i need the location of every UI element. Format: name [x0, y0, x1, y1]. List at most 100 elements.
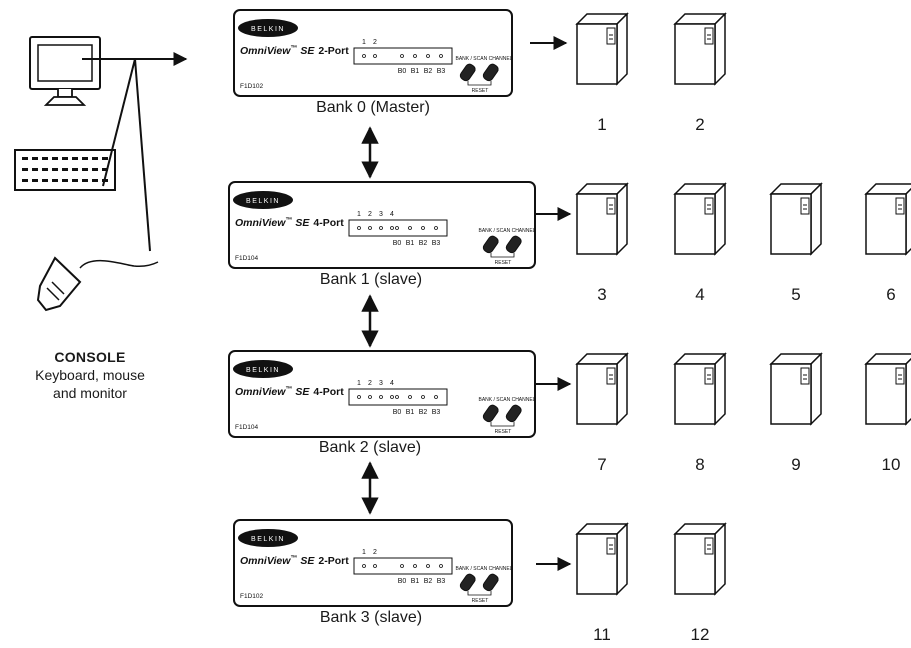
bank-led-label: B1 — [411, 68, 420, 75]
belkin-logo — [238, 529, 298, 547]
computer-number: 1 — [597, 115, 607, 134]
port-count: 2-Port — [318, 555, 349, 567]
bank-led — [426, 54, 430, 58]
bank-led-label: B3 — [437, 578, 446, 585]
bank-led — [434, 395, 438, 399]
edition: SE — [300, 555, 315, 567]
keyboard-key — [102, 157, 108, 160]
tower-side — [616, 182, 628, 256]
keyboard-key — [62, 157, 68, 160]
tower-front — [576, 533, 618, 595]
port-number: 2 — [368, 380, 372, 387]
tower-front — [674, 23, 716, 85]
tower-drive-bay — [606, 367, 616, 385]
keyboard-key — [52, 179, 58, 182]
bank-led — [421, 395, 425, 399]
tower-front — [674, 533, 716, 595]
bank-led — [413, 564, 417, 568]
tower-drive-bay — [704, 537, 714, 555]
computer-tower-icon — [575, 182, 629, 256]
bank-button — [482, 404, 499, 423]
bank-caption-3: Bank 3 (slave) — [319, 609, 423, 626]
tower-side — [616, 522, 628, 596]
computer-number: 4 — [695, 285, 705, 304]
computer-tower-icon — [673, 182, 727, 256]
bank-led — [400, 564, 404, 568]
bank-led-label: B0 — [393, 409, 402, 416]
reset-bracket — [467, 591, 492, 596]
edition: SE — [295, 217, 310, 229]
computer-number: 3 — [597, 285, 607, 304]
reset-bracket — [490, 253, 515, 258]
tower-drive-bay — [800, 367, 810, 385]
tower-drive-bay — [606, 27, 616, 45]
mouse-icon — [36, 256, 159, 312]
bank-led — [400, 54, 404, 58]
bank-led-label: B0 — [393, 240, 402, 247]
computer-tower-icon — [575, 522, 629, 596]
scan-channel-button — [505, 404, 522, 423]
port-led — [368, 395, 372, 399]
bank-led-label: B2 — [419, 240, 428, 247]
keyboard-key — [32, 168, 38, 171]
keyboard-key — [82, 157, 88, 160]
computer-tower-icon — [575, 12, 629, 86]
product-word: OmniView — [240, 45, 291, 57]
scan-channel-button — [482, 573, 499, 592]
computer-tower-icon — [769, 182, 823, 256]
reset-bracket — [467, 81, 492, 86]
tower-front — [576, 193, 618, 255]
edition: SE — [300, 45, 315, 57]
edition: SE — [295, 386, 310, 398]
computer-number: 10 — [881, 455, 901, 474]
tower-drive-bay — [800, 197, 810, 215]
tower-side — [714, 12, 726, 86]
led-panel — [348, 388, 448, 406]
reset-label: RESET — [495, 260, 512, 266]
keyboard-key — [92, 157, 98, 160]
computer-tower-icon — [673, 352, 727, 426]
scan-channel-button — [482, 63, 499, 82]
bank-led-label: B1 — [406, 409, 415, 416]
port-count: 4-Port — [313, 386, 344, 398]
belkin-logo — [233, 191, 293, 209]
tower-drive-bay — [606, 197, 616, 215]
bank-led-label: B0 — [398, 578, 407, 585]
keyboard-key — [42, 179, 48, 182]
bank-led-label: B1 — [411, 578, 420, 585]
port-led — [390, 226, 394, 230]
computer-tower-icon — [575, 352, 629, 426]
keyboard-key — [72, 168, 78, 171]
bank-led — [421, 226, 425, 230]
port-number: 2 — [373, 39, 377, 46]
port-led — [362, 54, 366, 58]
belkin-logo-text: BELKIN — [251, 26, 285, 33]
computer-number: 2 — [695, 115, 705, 134]
output-arrows — [530, 36, 572, 571]
tower-top — [864, 353, 911, 365]
bank-led — [408, 395, 412, 399]
computer-tower-icon — [769, 352, 823, 426]
tower-front — [865, 363, 907, 425]
port-led — [368, 226, 372, 230]
keyboard-key — [42, 157, 48, 160]
model-number: F1D102 — [240, 83, 264, 90]
port-led — [390, 395, 394, 399]
tower-front — [576, 363, 618, 425]
reset-label: RESET — [472, 88, 489, 94]
port-number: 2 — [368, 211, 372, 218]
button-label: BANK / SCAN CHANNEL — [479, 397, 536, 403]
model-number: F1D104 — [235, 255, 259, 262]
keyboard-key — [72, 157, 78, 160]
port-number: 4 — [390, 380, 394, 387]
computer-number: 6 — [886, 285, 896, 304]
belkin-logo — [233, 360, 293, 378]
tower-side — [616, 12, 628, 86]
model-number: F1D104 — [235, 424, 259, 431]
bank-caption-2: Bank 2 (slave) — [318, 439, 422, 456]
keyboard-key — [62, 179, 68, 182]
